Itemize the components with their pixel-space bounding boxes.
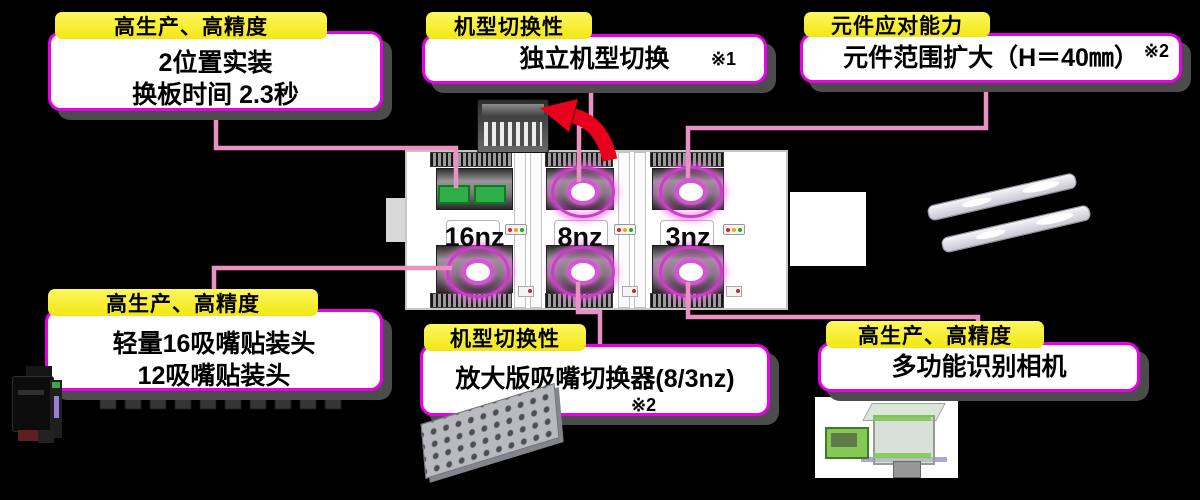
module-label-16nz: 16nz [444,222,505,252]
head-highlight-ring [446,246,510,298]
callout-text: 12吸嘴贴装头 [137,362,291,390]
callout-box-top-middle: 独立机型切换 ※1 [422,34,767,84]
callout-title-top-middle: 机型切换性 [426,12,592,39]
conveyor-stub-left [386,198,405,242]
clamp-icon [518,286,534,297]
callout-title-bottom-right: 高生产、高精度 [826,321,1044,348]
recognition-camera-image [815,397,958,478]
callout-text: 多功能识别相机 [891,352,1067,381]
footnote-marker: ※2 [631,395,657,415]
head-highlight-ring [659,246,723,298]
module-label-8nz: 8nz [557,222,603,252]
callout-title-bottom-middle: 机型切换性 [424,324,586,351]
callout-box-top-right: 元件范围扩大（H＝40㎜） ※2 [800,33,1182,83]
footnote-marker: ※1 [710,49,736,69]
callout-text: 换板时间 2.3秒 [132,81,299,109]
callout-box-bottom-right: 多功能识别相机 [818,342,1140,392]
callout-text: 放大版吸嘴切换器(8/3nz) [455,365,735,393]
callout-title-bottom-left: 高生产、高精度 [48,289,318,316]
module-label-3nz: 3nz [665,222,711,252]
conveyor-stub-right [790,192,866,266]
callout-box-bottom-left: 轻量16吸嘴贴装头 12吸嘴贴装头 [45,309,383,391]
callout-text: 独立机型切换 [519,44,670,73]
callout-text: 2位置实装 [158,48,273,77]
callout-text: 元件范围扩大（H＝40㎜） [843,43,1139,72]
callout-title-top-right: 元件应对能力 [804,12,990,38]
head-highlight-ring [551,246,615,298]
pcb-board [474,185,506,204]
callout-title-top-left: 高生产、高精度 [55,12,327,39]
signal-tower-icon [505,224,527,235]
clamp-icon [622,286,638,297]
callout-text: 轻量16吸嘴贴装头 [112,329,316,358]
feeder-bank [430,152,512,167]
head-highlight-ring [551,166,615,218]
footnote-marker: ※2 [1143,41,1169,61]
clamp-icon [726,286,742,297]
nozzle-head-unit-image [12,366,68,448]
signal-tower-icon [614,224,636,235]
redacted-text-remnant [100,398,350,409]
head-highlight-ring [659,166,723,218]
callout-box-bottom-middle: 放大版吸嘴切换器(8/3nz) ※2 [420,344,770,416]
red-arrow-icon [540,99,618,162]
placement-head-image [477,99,549,153]
signal-tower-icon [723,224,745,235]
callout-box-top-left: 2位置实装 换板时间 2.3秒 [48,31,383,111]
